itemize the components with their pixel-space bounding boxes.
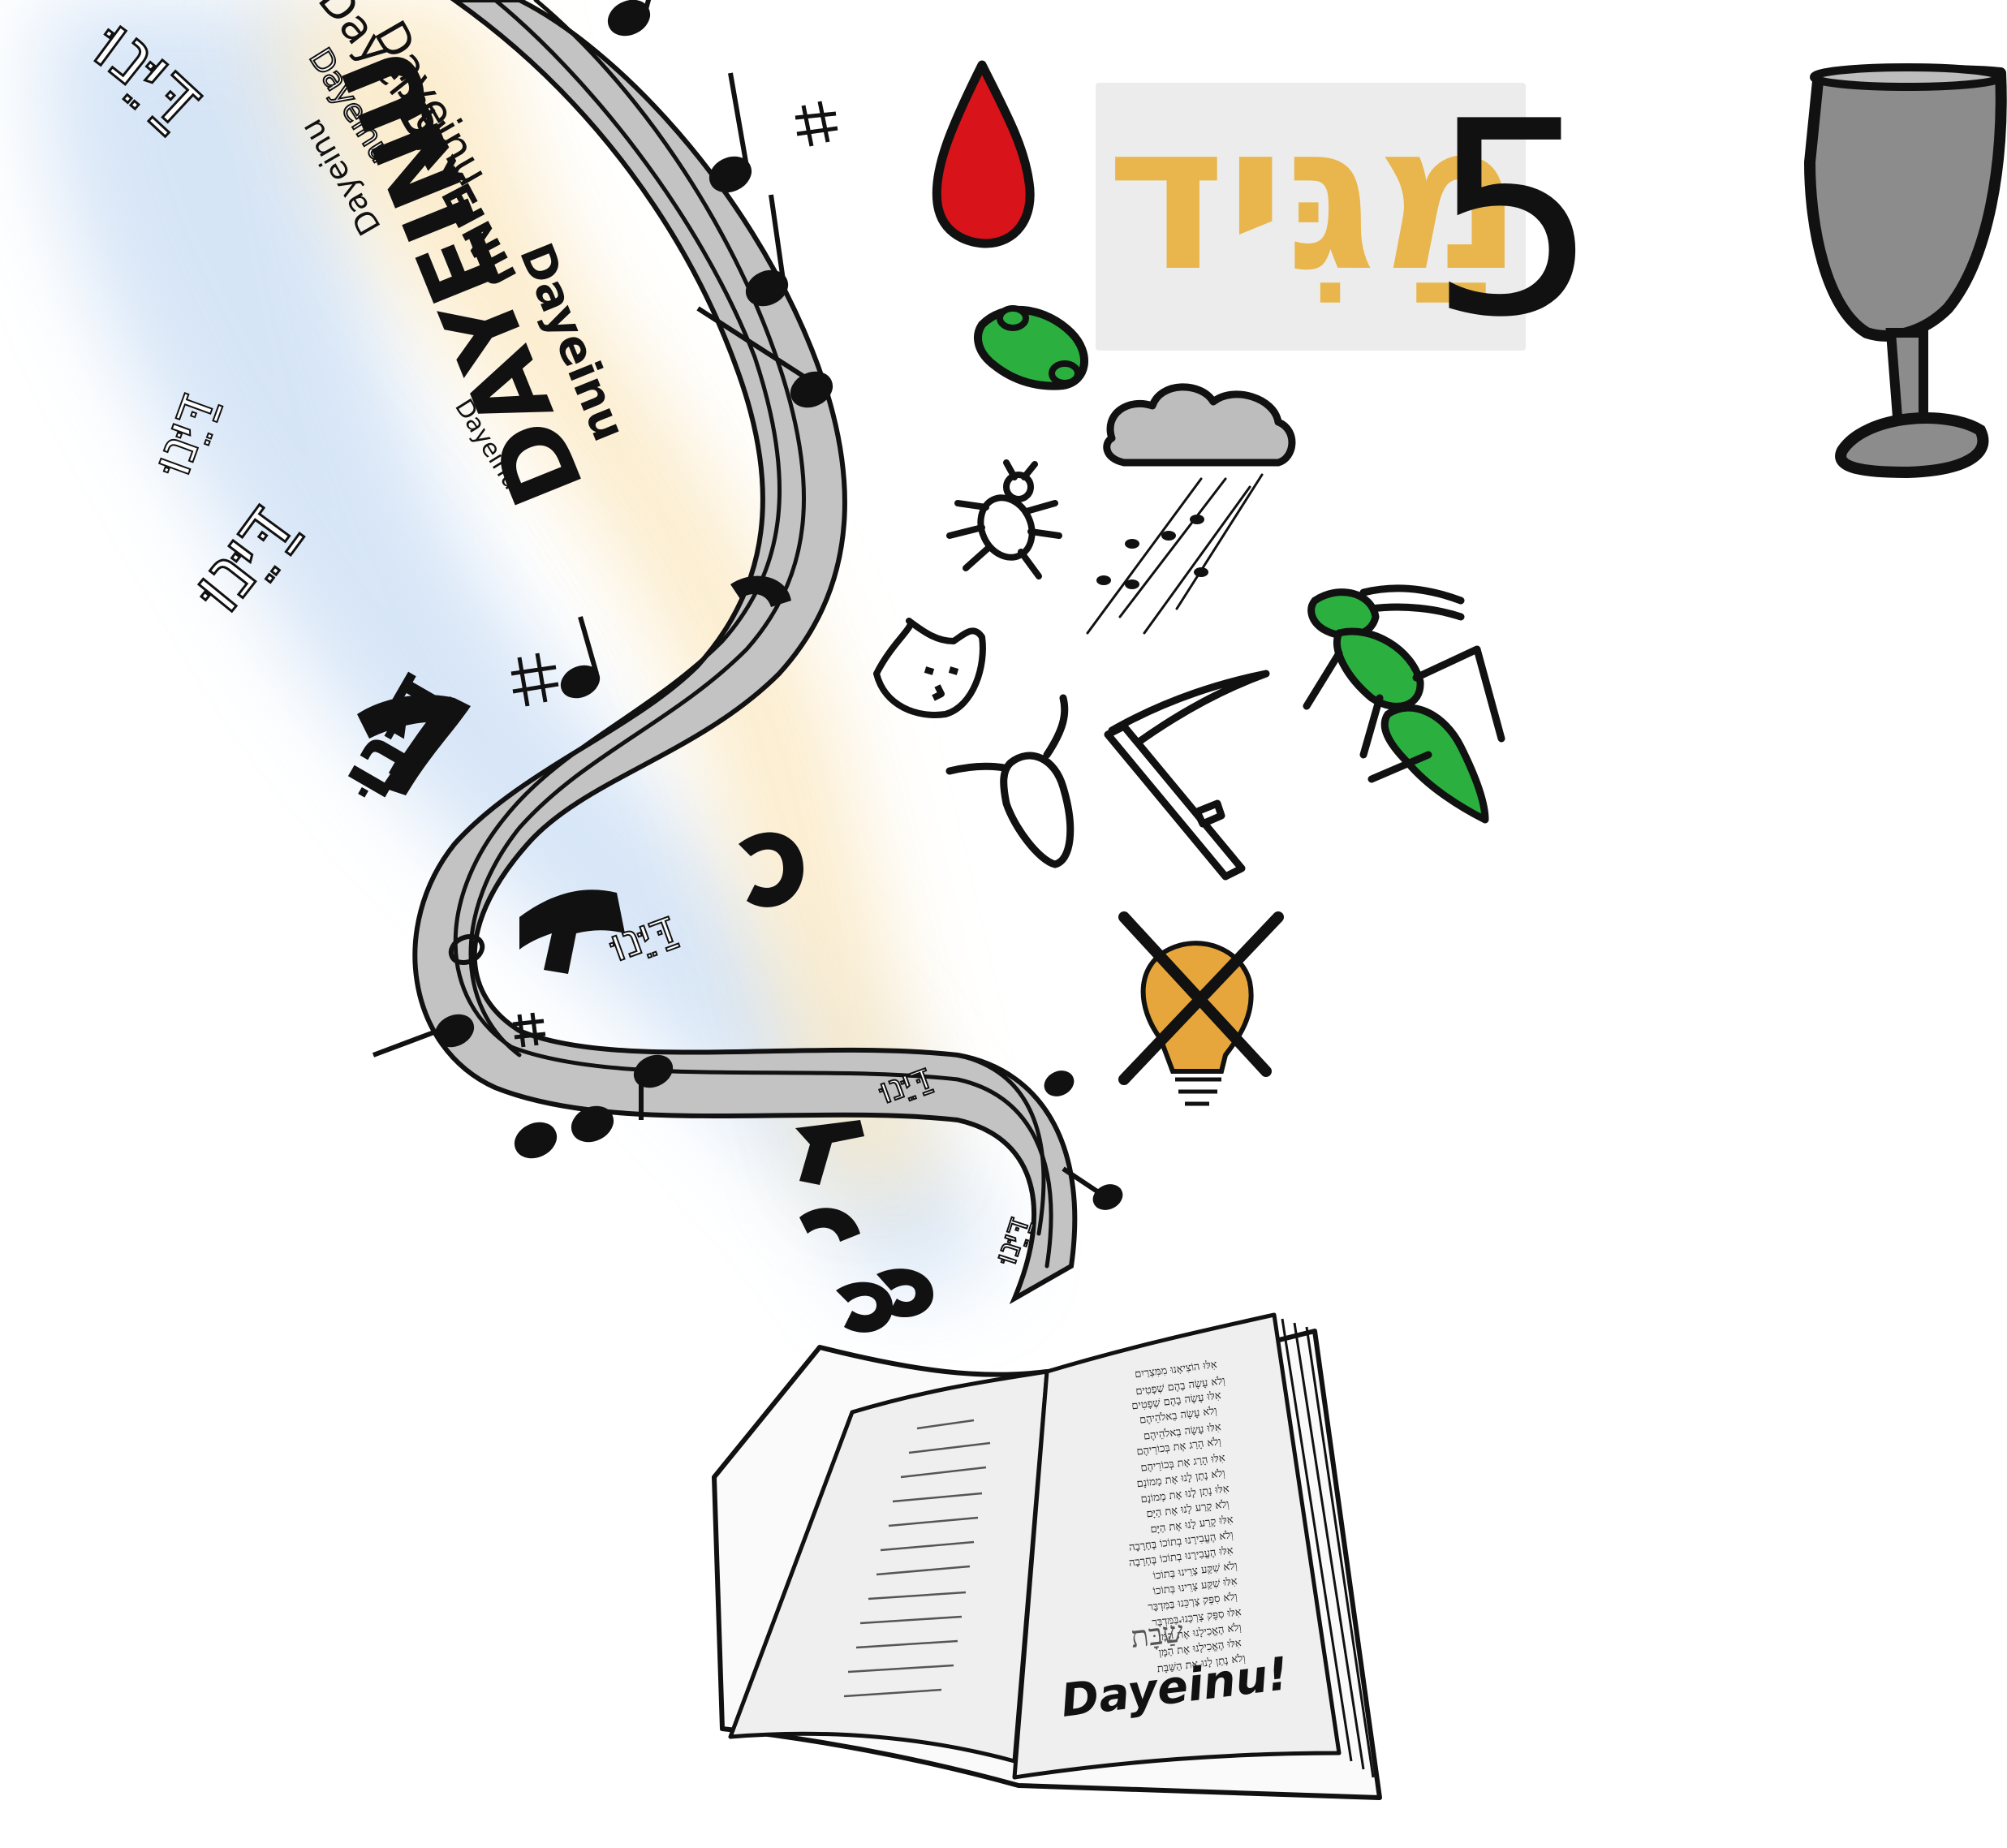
hail-cloud-icon (1086, 383, 1296, 635)
frog-icon (974, 305, 1088, 390)
scythe-icon (1104, 670, 1270, 881)
note-head-2 (708, 156, 752, 193)
crossed-bulb-icon (1118, 911, 1284, 1106)
note-beam-1 (696, 306, 813, 384)
note-head-7 (434, 1014, 475, 1048)
right-page-text: אִלּוּ הוֹצִיאָנוּ מִמִּצְרַיִם וְלֹא עָ… (1128, 1359, 1246, 1675)
note-head-11 (1044, 1070, 1075, 1096)
section-number: 5 (1428, 64, 1599, 376)
book-right-page (1012, 1312, 1342, 1780)
note-head-4 (790, 371, 833, 408)
lice-icon (946, 459, 1062, 579)
letter-shape-7 (876, 1269, 933, 1318)
letter-shape-8 (730, 575, 791, 607)
locust-icon (1303, 584, 1505, 824)
locust-legs (1303, 645, 1505, 783)
staff-line-1 (453, 0, 1053, 1269)
music-notes (372, 0, 1123, 1210)
scythe-grip (1193, 799, 1225, 828)
sharp-sign-1 (795, 101, 838, 147)
book-page-edges (1281, 1318, 1375, 1778)
cup-bowl (1804, 65, 2007, 342)
sharp-sign-2 (510, 653, 559, 707)
staff-line-2 (468, 0, 807, 1058)
blue-glow (43, 0, 998, 1299)
lice-legs (946, 459, 1062, 579)
locust-thorax (1333, 627, 1424, 710)
lice-head (1003, 472, 1034, 502)
note-head-6 (448, 933, 485, 966)
hail-streaks (1086, 473, 1264, 635)
note-stem-1 (643, 0, 652, 13)
cup-rim (1810, 63, 2005, 91)
cup-base (1835, 412, 1989, 479)
note-stem-12 (1062, 1166, 1101, 1195)
title-card: מַגִּיד 5 (1096, 64, 1599, 376)
letter-shape-4 (795, 1120, 864, 1185)
note-stem-2 (728, 72, 749, 167)
letter-shape-6 (836, 1282, 893, 1333)
hail-stones (1096, 515, 1208, 589)
scythe-handle (1104, 722, 1246, 881)
note-head-8 (514, 1122, 558, 1159)
note-head-5 (560, 665, 601, 699)
note-head-9 (571, 1105, 614, 1143)
kiddush-cup-icon (1804, 63, 2007, 479)
plague-icons (873, 60, 1505, 1106)
music-staff-ribbon (372, 0, 1123, 1304)
left-page-scribbles (843, 1419, 991, 1698)
note-stem-5 (578, 616, 599, 674)
falling-letters (357, 575, 933, 1333)
blood-drop-icon (932, 60, 1035, 248)
note-head-12 (1092, 1184, 1123, 1210)
letter-shape-3 (739, 832, 803, 907)
locust-antennae (1359, 584, 1465, 621)
beast-face (924, 666, 959, 701)
locust-abdomen (1380, 704, 1489, 824)
note-stem-7 (372, 1028, 440, 1058)
lice-body (977, 494, 1036, 561)
letter-shape-2 (519, 890, 625, 974)
wild-beast-icon (873, 618, 986, 718)
cow-skull-icon (945, 694, 1075, 868)
bulb-x (1118, 911, 1284, 1085)
note-stem-3 (769, 194, 786, 281)
magid-hebrew-title: מַגִּיד (1106, 80, 1522, 316)
sharp-sign-3 (512, 1012, 546, 1048)
bulb-base (1175, 1077, 1221, 1106)
hail-cloud (1103, 383, 1296, 467)
skull-face (1000, 752, 1075, 868)
note-head-10 (633, 1054, 674, 1088)
letter-shape-1 (357, 695, 471, 795)
note-head-3 (745, 269, 789, 307)
staff-line-3 (955, 1053, 1046, 1236)
frog-eye-1 (997, 305, 1029, 331)
book-shabbat-word: שַׁבָּת (1129, 1615, 1186, 1655)
open-book-icon: אִלּוּ הוֹצִיאָנוּ מִמִּצְרַיִם וְלֹא עָ… (712, 1312, 1382, 1800)
frog-eye-2 (1049, 360, 1081, 386)
letter-shape-5 (799, 1208, 860, 1242)
sharp-signs (510, 101, 838, 1048)
scythe-blade (1108, 670, 1270, 751)
title-card-background (1096, 83, 1526, 351)
